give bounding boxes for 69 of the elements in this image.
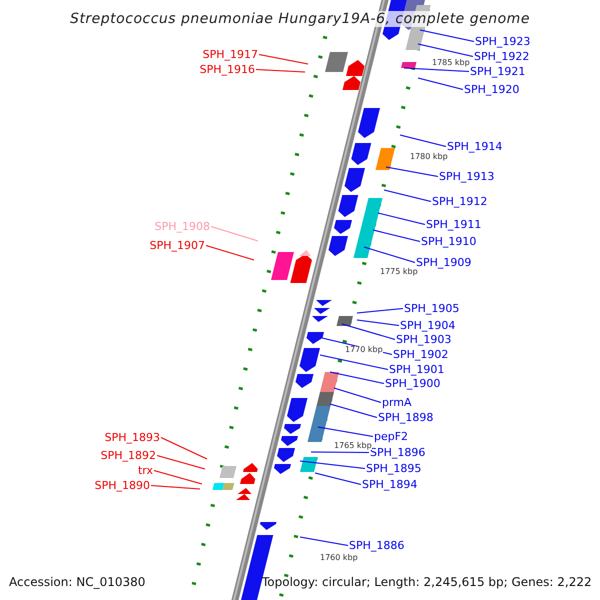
gene-label: SPH_1892 (100, 450, 156, 461)
leader-line (330, 404, 378, 418)
leader-line (418, 78, 464, 90)
leader-line (364, 246, 416, 263)
gene-label: SPH_1921 (470, 66, 526, 77)
leader-line (310, 452, 370, 453)
gene-label: SPH_1916 (200, 64, 255, 75)
gene-label: SPH_1901 (389, 364, 444, 375)
leader-line (156, 455, 206, 470)
scale-label: 1770 kbp (345, 346, 383, 354)
leader-line (210, 226, 258, 242)
gene-label: SPH_1917 (202, 49, 258, 60)
leader-line (400, 134, 446, 147)
gene-label: SPH_1913 (439, 171, 494, 182)
gene-label: SPH_1914 (447, 141, 502, 152)
leader-line (372, 230, 420, 242)
leader-line (258, 54, 308, 64)
gene-label: SPH_1907 (150, 240, 205, 251)
leader-line (256, 69, 306, 72)
gene-label: SPH_1911 (426, 219, 482, 230)
gene-label: SPH_1893 (104, 432, 160, 443)
leader-line (154, 470, 202, 484)
gene-label: prmA (382, 397, 412, 408)
gene-label: SPH_1900 (385, 378, 440, 389)
leader-line (384, 190, 432, 202)
gene-label: SPH_1886 (349, 540, 404, 551)
gene-label: SPH_1912 (432, 196, 488, 207)
scale-label: 1785 kbp (432, 59, 470, 67)
gene-label: SPH_1909 (416, 257, 472, 268)
leader-line (378, 212, 426, 225)
leader-line (160, 437, 208, 460)
gene-label: SPH_1902 (393, 349, 448, 360)
leader-line (420, 30, 474, 42)
gene-label: SPH_1910 (421, 236, 476, 247)
gene-label: SPH_1894 (362, 479, 418, 490)
leader-line (404, 68, 470, 72)
scale-label: 1775 kbp (380, 268, 418, 276)
gene-label: SPH_1903 (396, 334, 452, 345)
topology-text: Topology: circular; Length: 2,245,615 bp; Genes: 2,222 (262, 576, 592, 588)
gene-label: SPH_1908 (154, 221, 210, 232)
leader-line (356, 308, 404, 314)
gene-label: trx (138, 465, 153, 476)
leader-line (356, 320, 400, 326)
gene-label: SPH_1922 (474, 51, 530, 62)
leader-line (418, 44, 474, 57)
gene-label: SPH_1890 (94, 480, 150, 491)
gene-label: SPH_1905 (404, 303, 460, 314)
gene-label: SPH_1920 (464, 84, 520, 95)
leader-line (318, 426, 374, 437)
leader-line (320, 354, 388, 370)
leader-line (330, 372, 384, 384)
scale-label: 1780 kbp (410, 153, 448, 161)
gene-label: SPH_1904 (400, 320, 456, 331)
leader-line (334, 388, 382, 403)
leader-line (300, 536, 348, 546)
leader-line (206, 245, 254, 260)
leader-line (300, 460, 366, 469)
leader-line (342, 324, 396, 340)
gene-label: SPH_1898 (378, 412, 434, 423)
gene-label: SPH_1896 (370, 447, 426, 458)
scale-label: 1765 kbp (334, 442, 372, 450)
accession-text: Accession: NC_010380 (9, 576, 146, 588)
gene-label: pepF2 (374, 431, 408, 442)
gene-label: SPH_1895 (366, 463, 422, 474)
leader-line (386, 166, 438, 177)
leader-line (314, 472, 362, 485)
leader-line (150, 485, 200, 490)
gene-label: SPH_1923 (475, 36, 530, 47)
scale-label: 1760 kbp (320, 554, 358, 562)
